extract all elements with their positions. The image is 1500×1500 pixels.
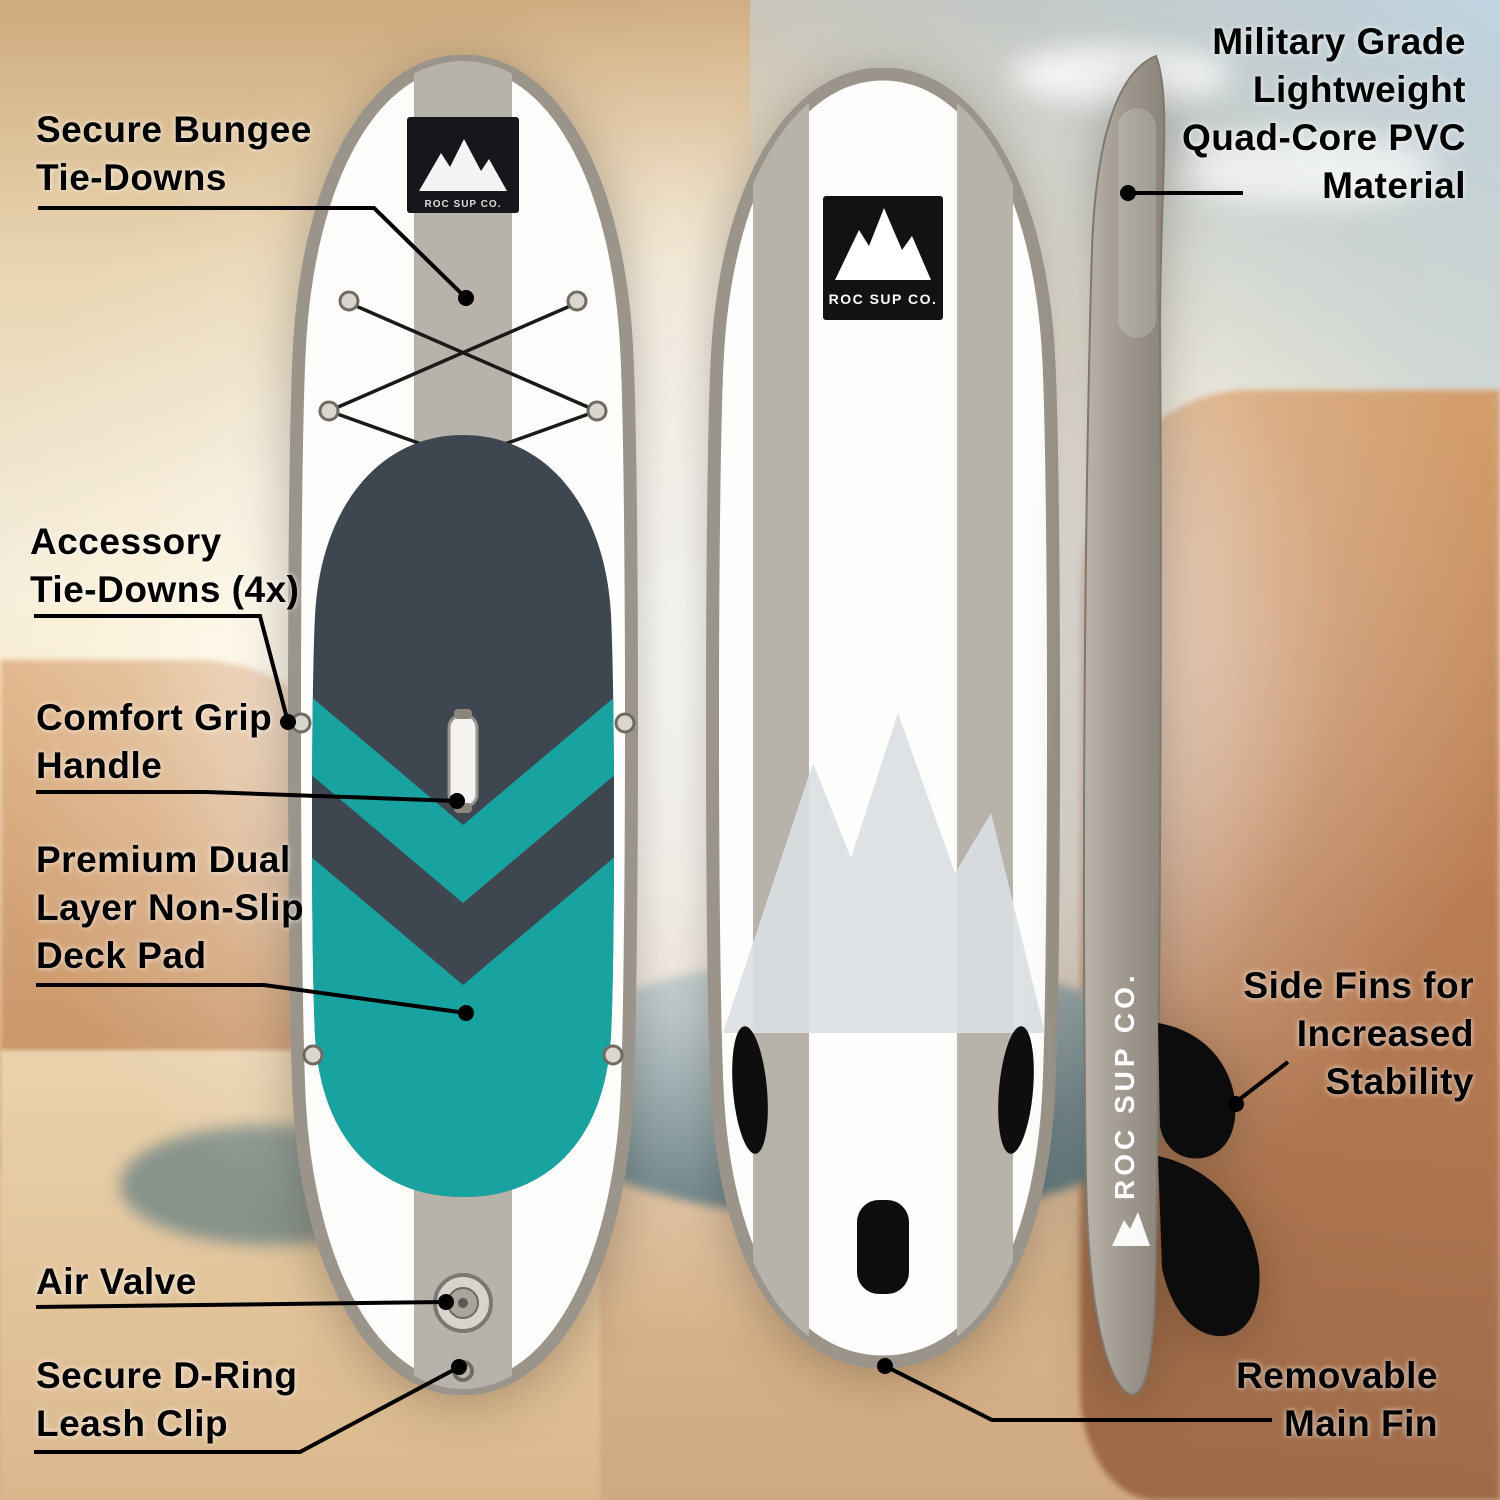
side-fin-right [998,1026,1034,1154]
profile-side-fin [1158,1023,1236,1159]
bottom-stripe-right [957,74,1013,1362]
board-front-view: ROC SUP CO. [288,55,638,1395]
bungee-tie-downs [328,301,598,461]
callout-bungee-label: Secure Bungee Tie-Downs [36,109,312,199]
brand-text: ROC SUP CO. [829,291,938,307]
deck-pad-chevron [312,773,614,985]
grip-handle [447,709,479,813]
brand-text-rail: ROC SUP CO. [1109,971,1140,1200]
bungee-d-rings [318,290,608,422]
profile-main-fin [1158,1156,1260,1337]
callout-handle-label: Comfort Grip Handle [36,697,273,787]
air-valve [433,1273,493,1333]
brand-patch: ROC SUP CO. [407,117,519,213]
main-fin [857,1200,909,1294]
side-fin-left [732,1026,768,1154]
deck-pad [312,435,614,1197]
callout-accessory-label: Accessory Tie-Downs (4x) [30,521,300,611]
brand-patch: ROC SUP CO. [823,196,943,320]
accessory-d-rings [290,712,636,1066]
callout-material-label: Military Grade Lightweight Quad-Core PVC… [1181,21,1466,207]
mountain-logo-icon [419,139,507,191]
mountain-logo-icon [835,208,931,280]
callout-dring-label: Secure D-Ring Leash Clip [36,1355,298,1445]
bottom-stripe-left [753,74,809,1362]
board-bottom-view: ROC SUP CO. [706,68,1060,1368]
callout-airvalve-label: Air Valve [36,1261,197,1302]
board-side-view: ROC SUP CO. [1083,54,1260,1396]
callout-deckpad-label: Premium Dual Layer Non-Slip Deck Pad [36,839,305,977]
mountain-logo-icon [1112,1212,1150,1246]
callout-mainfin-label: Removable Main Fin [1236,1355,1438,1445]
rail-seam-highlight [1118,108,1156,338]
brand-text: ROC SUP CO. [425,199,502,210]
mountain-watermark [723,713,1045,1033]
callout-sidefins-label: Side Fins for Increased Stability [1243,965,1474,1103]
